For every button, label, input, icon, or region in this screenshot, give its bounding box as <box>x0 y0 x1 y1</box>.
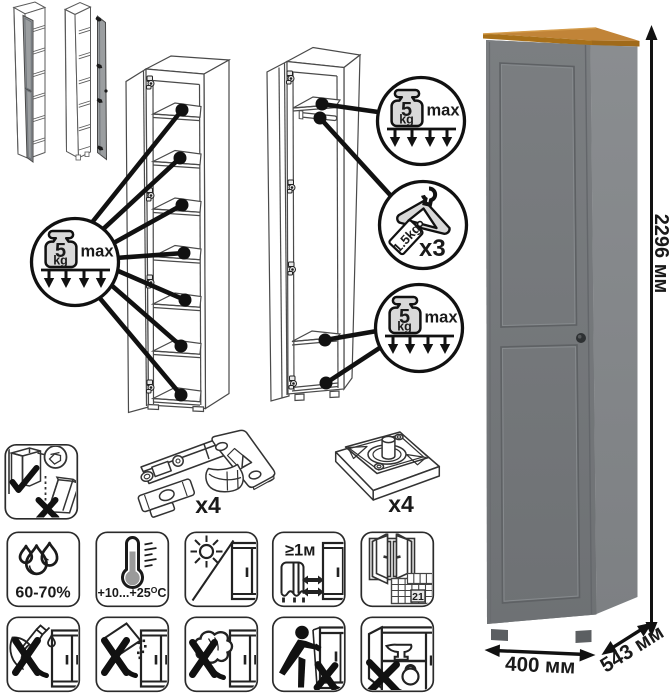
svg-text:x3: x3 <box>419 235 446 262</box>
svg-text:2296 мм: 2296 мм <box>650 214 672 294</box>
svg-text:400 мм: 400 мм <box>505 652 576 678</box>
svg-text:x4: x4 <box>195 492 221 518</box>
svg-text:+10...+25OC: +10...+25OC <box>98 585 167 600</box>
svg-text:x4: x4 <box>388 491 414 517</box>
svg-text:60-70%: 60-70% <box>15 585 70 602</box>
svg-text:≥1м: ≥1м <box>285 542 315 560</box>
svg-text:21: 21 <box>412 591 424 603</box>
